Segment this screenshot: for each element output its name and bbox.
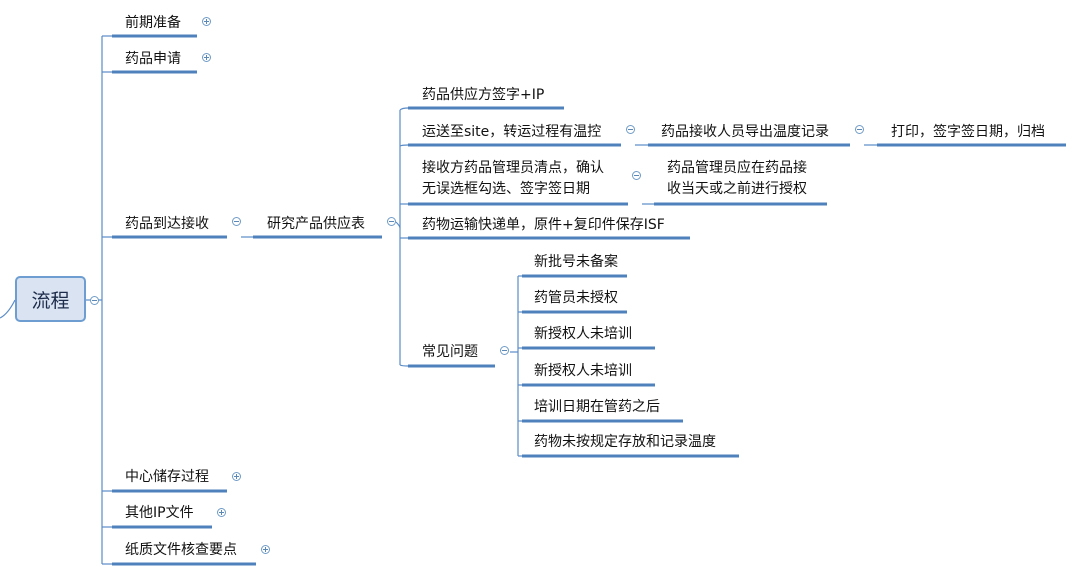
branch-label: 前期准备 bbox=[125, 15, 181, 31]
expand-icon[interactable] bbox=[217, 508, 226, 517]
issue-label: 新授权人未培训 bbox=[534, 363, 632, 379]
node-label: 药品接收人员导出温度记录 bbox=[661, 124, 829, 140]
node-waybill[interactable]: 药物运输快递单，原件+复印件保存ISF bbox=[422, 214, 665, 236]
node-label-line: 接收方药品管理员清点，确认 bbox=[422, 160, 604, 176]
collapse-icon[interactable] bbox=[232, 217, 241, 226]
node-label: 常见问题 bbox=[422, 344, 478, 360]
collapse-icon[interactable] bbox=[855, 125, 864, 134]
branch-paper[interactable]: 纸质文件核查要点 bbox=[125, 539, 237, 561]
node-label: 运送至site，转运过程有温控 bbox=[422, 124, 602, 140]
branch-storage[interactable]: 中心储存过程 bbox=[125, 466, 209, 488]
root-node[interactable]: 流程 bbox=[15, 276, 86, 322]
node-label-line: 无误选框勾选、签字签日期 bbox=[422, 181, 590, 197]
issue-item[interactable]: 药物未按规定存放和记录温度 bbox=[534, 431, 716, 453]
node-sign-ip[interactable]: 药品供应方签字+IP bbox=[422, 84, 544, 106]
issue-label: 药管员未授权 bbox=[534, 290, 618, 306]
issue-label: 新批号未备案 bbox=[534, 254, 618, 270]
node-label: 打印，签字签日期，归档 bbox=[891, 124, 1045, 140]
expand-icon[interactable] bbox=[232, 472, 241, 481]
node-export-temp[interactable]: 药品接收人员导出温度记录 bbox=[661, 121, 829, 143]
branch-other-ip[interactable]: 其他IP文件 bbox=[125, 502, 194, 524]
issue-item[interactable]: 新授权人未培训 bbox=[534, 360, 632, 382]
branch-label: 纸质文件核查要点 bbox=[125, 542, 237, 558]
node-print-sign[interactable]: 打印，签字签日期，归档 bbox=[891, 121, 1045, 143]
node-supply-table[interactable]: 研究产品供应表 bbox=[267, 213, 365, 235]
branch-label: 中心储存过程 bbox=[125, 469, 209, 485]
node-label: 药品供应方签字+IP bbox=[422, 87, 545, 103]
expand-icon[interactable] bbox=[261, 545, 270, 554]
expand-icon[interactable] bbox=[202, 53, 211, 62]
issue-label: 药物未按规定存放和记录温度 bbox=[534, 434, 716, 450]
node-label: 研究产品供应表 bbox=[267, 216, 365, 232]
issue-label: 培训日期在管药之后 bbox=[534, 399, 660, 415]
collapse-icon[interactable] bbox=[500, 346, 509, 355]
node-transport[interactable]: 运送至site，转运过程有温控 bbox=[422, 121, 601, 143]
branch-label: 其他IP文件 bbox=[125, 505, 194, 521]
branch-label: 药品到达接收 bbox=[125, 216, 209, 232]
expand-icon[interactable] bbox=[202, 17, 211, 26]
node-check[interactable]: 接收方药品管理员清点，确认 无误选框勾选、签字签日期 bbox=[422, 158, 604, 200]
issue-label: 新授权人未培训 bbox=[534, 326, 632, 342]
collapse-icon[interactable] bbox=[626, 125, 635, 134]
collapse-icon[interactable] bbox=[90, 296, 99, 305]
branch-arrive[interactable]: 药品到达接收 bbox=[125, 213, 209, 235]
node-common-issues[interactable]: 常见问题 bbox=[422, 341, 478, 363]
issue-item[interactable]: 新批号未备案 bbox=[534, 251, 618, 273]
root-label: 流程 bbox=[31, 289, 70, 312]
node-label-line: 药品管理员应在药品接 bbox=[667, 160, 807, 176]
issue-item[interactable]: 培训日期在管药之后 bbox=[534, 396, 660, 418]
issue-item[interactable]: 药管员未授权 bbox=[534, 287, 618, 309]
branch-label: 药品申请 bbox=[125, 51, 181, 67]
collapse-icon[interactable] bbox=[387, 217, 396, 226]
node-label-line: 收当天或之前进行授权 bbox=[667, 181, 807, 197]
collapse-icon[interactable] bbox=[632, 171, 641, 180]
node-label: 药物运输快递单，原件+复印件保存ISF bbox=[422, 217, 665, 233]
issue-item[interactable]: 新授权人未培训 bbox=[534, 323, 632, 345]
branch-apply[interactable]: 药品申请 bbox=[125, 48, 181, 70]
branch-prep[interactable]: 前期准备 bbox=[125, 12, 181, 34]
node-authorize[interactable]: 药品管理员应在药品接 收当天或之前进行授权 bbox=[667, 158, 807, 200]
